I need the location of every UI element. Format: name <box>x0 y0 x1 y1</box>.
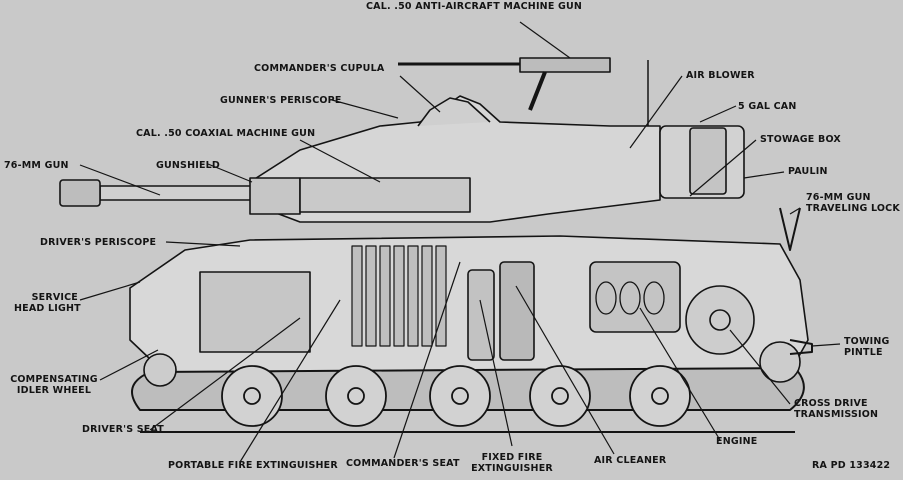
label-air-blower: AIR BLOWER <box>686 70 755 81</box>
transmission-outline <box>685 285 755 355</box>
label-driver-seat: DRIVER'S SEAT <box>82 424 164 435</box>
breech-block <box>299 177 471 213</box>
label-cupula: COMMANDER'S CUPULA <box>254 63 385 74</box>
label-main-gun: 76-MM GUN <box>4 160 69 171</box>
label-transmission-2: TRANSMISSION <box>794 409 879 420</box>
label-idler-1: COMPENSATING <box>10 374 98 385</box>
label-gunshield: GUNSHIELD <box>156 160 221 171</box>
drive-sprocket <box>759 341 801 383</box>
label-portable-extinguisher: PORTABLE FIRE EXTINGUISHER <box>168 460 338 471</box>
label-pintle-1: TOWING <box>844 336 890 347</box>
label-gas-can: 5 GAL CAN <box>738 101 797 112</box>
label-air-cleaner: AIR CLEANER <box>594 455 667 466</box>
leader-lines <box>79 21 841 463</box>
label-coax-gun: CAL. .50 COAXIAL MACHINE GUN <box>136 128 316 139</box>
main-gun-barrel <box>99 185 261 201</box>
travel-lock-outline <box>779 207 801 251</box>
label-gunner-periscope: GUNNER'S PERISCOPE <box>220 95 342 106</box>
cupula-outline <box>417 97 491 127</box>
label-driver-periscope: DRIVER'S PERISCOPE <box>40 237 157 248</box>
air-cleaner-outline <box>499 261 535 361</box>
aa-gun-mount <box>528 71 547 111</box>
muzzle-brake <box>59 179 101 207</box>
label-engine: ENGINE <box>716 436 758 447</box>
towing-pintle-outline <box>789 339 813 355</box>
label-fixed-ext-1: FIXED FIRE <box>481 452 543 463</box>
gunshield-outline <box>249 177 301 215</box>
engine-block-outline <box>589 261 681 333</box>
label-service-light-1: SERVICE <box>31 292 78 303</box>
label-pintle-2: PINTLE <box>844 347 883 358</box>
road-wheels <box>221 365 691 427</box>
idler-wheel <box>143 353 177 387</box>
ammo-rack <box>351 245 447 347</box>
fixed-extinguisher-outline <box>467 269 495 361</box>
label-commander-seat: COMMANDER'S SEAT <box>346 458 460 469</box>
label-paulin: PAULIN <box>788 166 828 177</box>
label-fixed-ext-2: EXTINGUISHER <box>471 463 553 474</box>
label-idler-2: IDLER WHEEL <box>16 385 92 396</box>
reference-number: RA PD 133422 <box>812 460 891 471</box>
engine-cylinders <box>595 281 665 315</box>
label-transmission-1: CROSS DRIVE <box>794 398 868 409</box>
gas-can-outline <box>689 127 727 195</box>
aa-gun-receiver <box>519 57 611 73</box>
label-stowage-box: STOWAGE BOX <box>760 134 841 145</box>
label-lock-2: TRAVELING LOCK <box>806 203 900 214</box>
driver-compartment <box>199 271 311 353</box>
label-lock-1: 76-MM GUN <box>806 192 871 203</box>
label-service-light-2: HEAD LIGHT <box>14 303 81 314</box>
label-aa-gun: CAL. .50 ANTI-AIRCRAFT MACHINE GUN <box>366 1 583 12</box>
